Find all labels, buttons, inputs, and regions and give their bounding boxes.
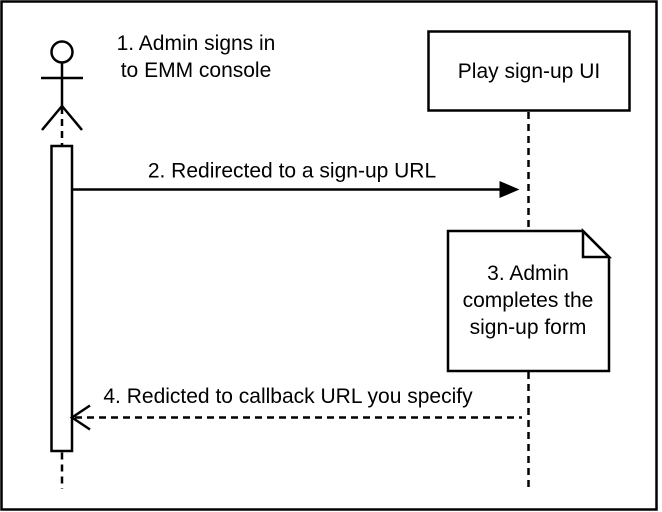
participant-label: Play sign-up UI [458, 60, 600, 83]
note-line1: 3. Admin [487, 262, 569, 285]
actor-figure [41, 40, 83, 131]
note-shape [446, 227, 613, 373]
message-2-arrowhead [499, 181, 520, 198]
note-line2: completes the [463, 289, 594, 312]
message-4-label: 4. Redicted to callback URL you specify [103, 385, 473, 408]
actor-label-line1: 1. Admin signs in [117, 32, 276, 55]
note-line3: sign-up form [470, 316, 587, 339]
actor-head [50, 40, 74, 64]
participant-box [427, 30, 631, 112]
message-4-open-arrowhead [69, 404, 91, 431]
note-outline [446, 229, 611, 373]
actor-left-leg [41, 105, 63, 131]
actor-label-line2: to EMM console [121, 59, 272, 82]
note-fold-corner [581, 227, 613, 259]
actor-right-leg [61, 105, 83, 131]
actor-activation-bar [50, 144, 74, 453]
message-2-label: 2. Redirected to a sign-up URL [148, 160, 436, 183]
